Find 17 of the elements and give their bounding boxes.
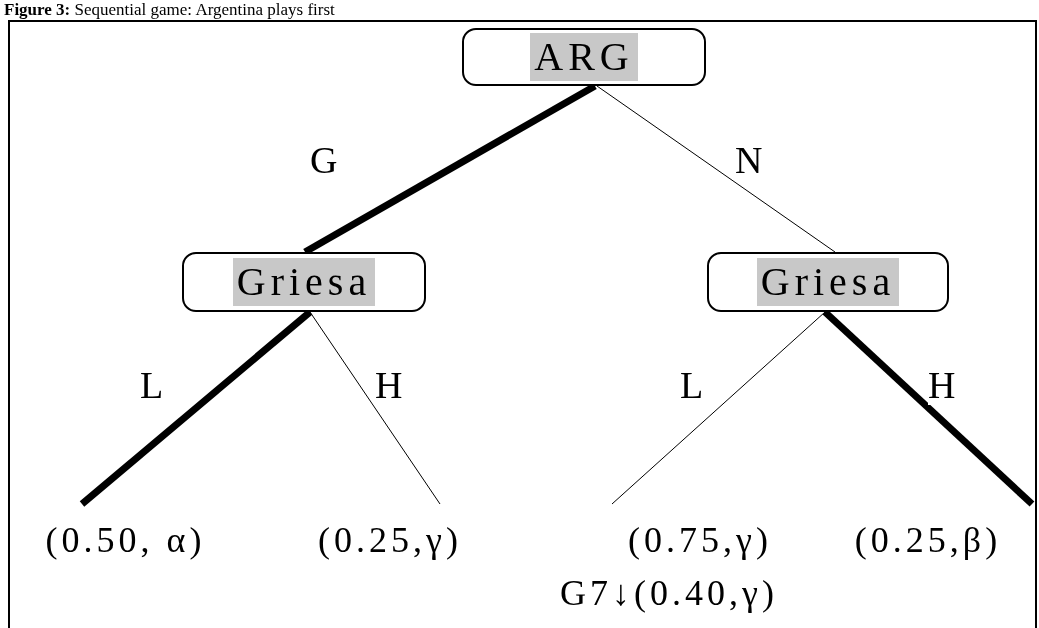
payoff-label: (0.75,γ) [628,519,772,561]
player-box [707,252,949,312]
figure-title: Figure 3: Sequential game: Argentina plays first [4,0,335,20]
player-box [182,252,426,312]
player-name: ARG [530,33,638,81]
game-tree-branch [611,311,826,505]
game-tree-branch [596,85,836,253]
payoff-label: (0.25,β) [854,519,1002,561]
payoff-label: (0.50, α) [45,519,206,561]
payoff-note: G7↓(0.40,γ) [560,572,778,614]
player-name: Griesa [232,258,376,306]
player-name: Griesa [756,258,900,306]
player-box [462,28,706,86]
game-tree-branch [79,309,313,507]
payoff-label: (0.25,γ) [318,519,462,561]
game-tree-branch [309,311,441,505]
game-tree-branch [822,309,1035,507]
